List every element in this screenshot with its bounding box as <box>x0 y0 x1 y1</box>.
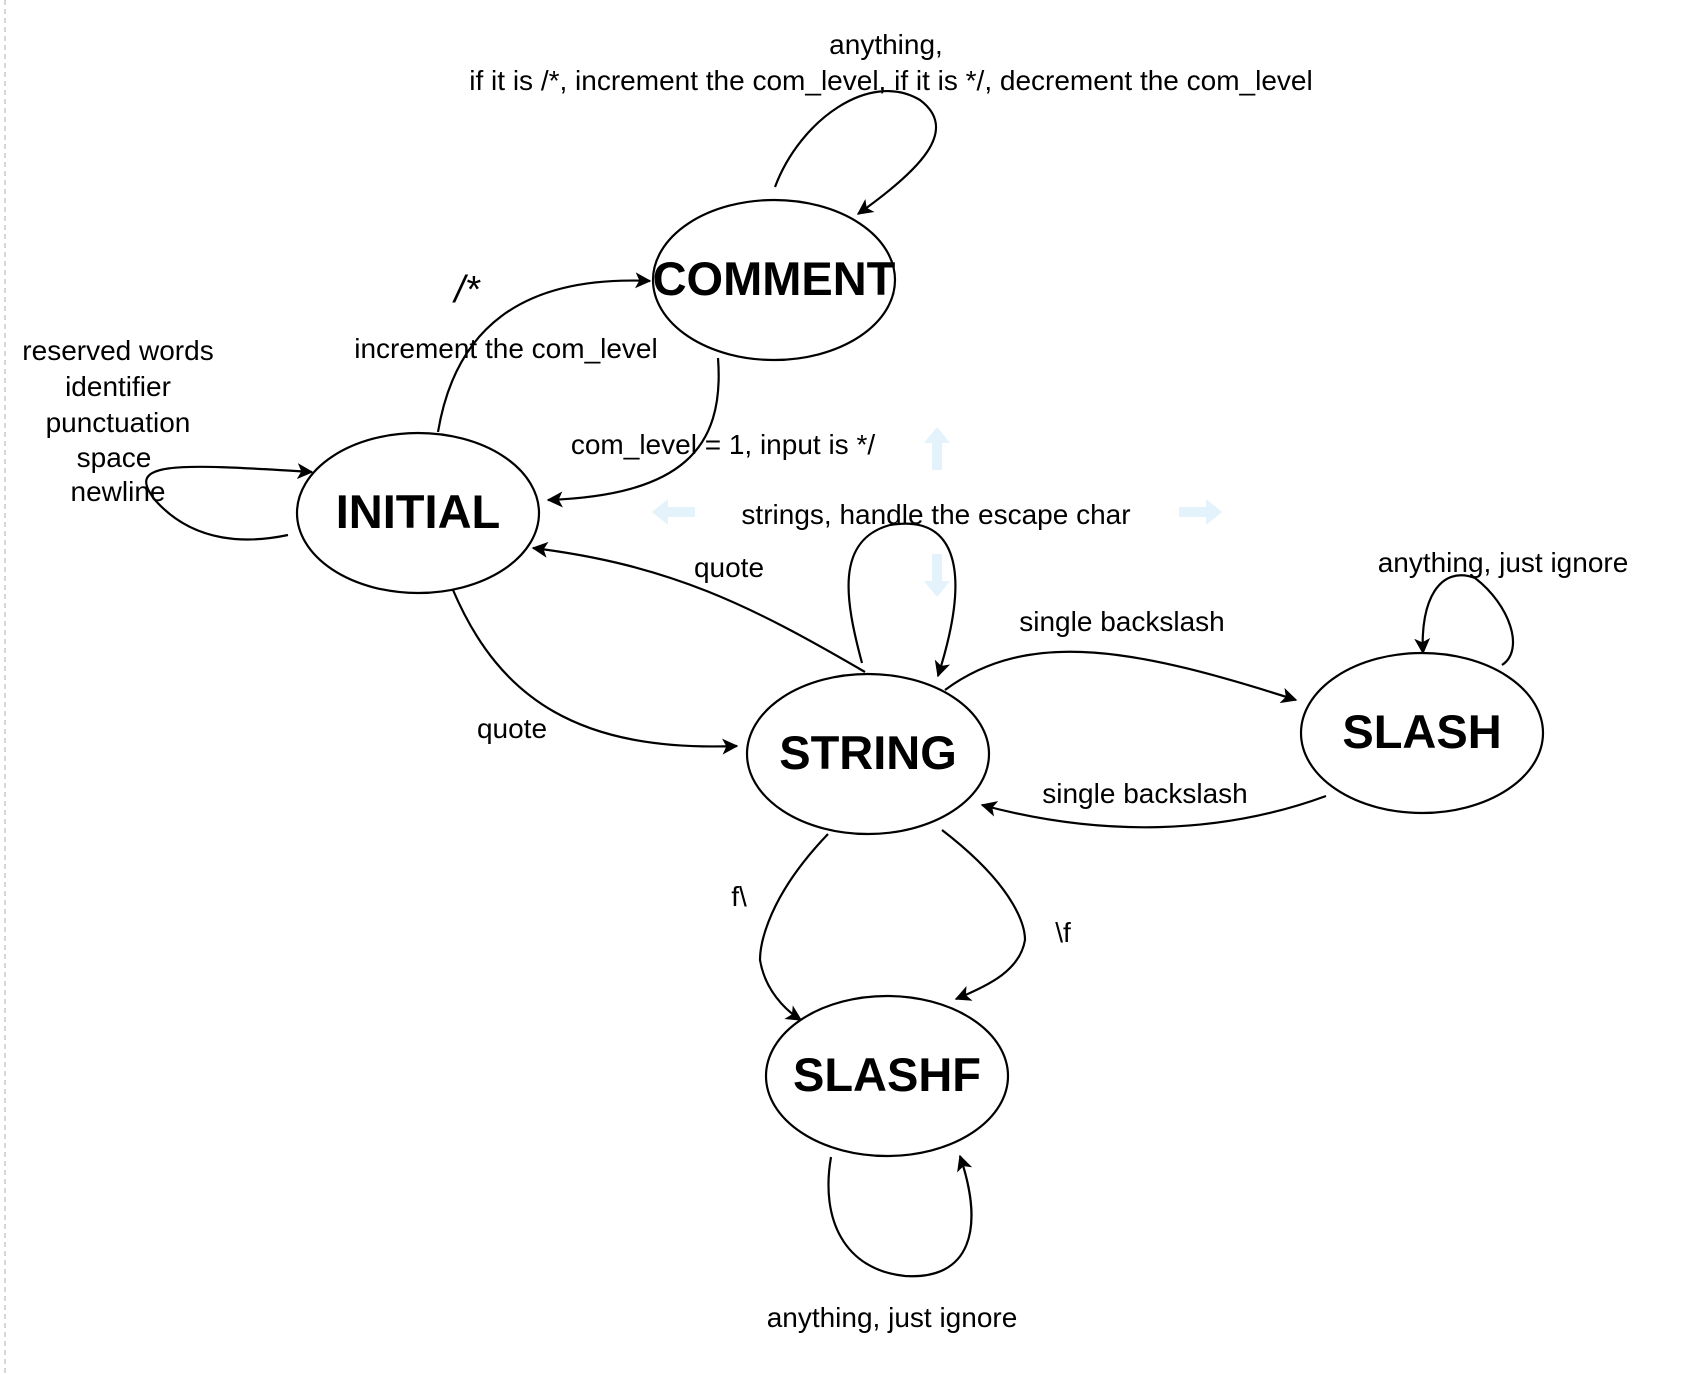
edges <box>145 89 1514 1278</box>
label-slash-to-string[interactable]: single backslash <box>1042 778 1247 809</box>
edge-string-to-slash[interactable] <box>944 650 1298 704</box>
edge-slashf-self[interactable] <box>827 1154 973 1278</box>
label-string-self[interactable]: strings, handle the escape char <box>741 499 1130 530</box>
edge-slash-to-string[interactable] <box>980 794 1327 829</box>
edge-comment-self[interactable] <box>773 89 938 215</box>
label-initial-to-string[interactable]: quote <box>477 713 547 744</box>
state-string-label: STRING <box>779 726 957 779</box>
label-slashf-self[interactable]: anything, just ignore <box>767 1302 1018 1333</box>
arrow-down-hint-icon[interactable] <box>924 554 950 597</box>
label-string-to-initial[interactable]: quote <box>694 552 764 583</box>
edge-string-to-initial[interactable] <box>531 541 866 673</box>
transition-labels: anything, if it is /*, increment the com… <box>22 29 1628 1333</box>
edge-initial-to-comment[interactable] <box>436 272 652 433</box>
state-slashf[interactable]: SLASHF <box>764 994 1010 1158</box>
label-initial-self-0: reserved words <box>22 335 213 366</box>
state-slash-label: SLASH <box>1342 705 1501 758</box>
label-slash-self[interactable]: anything, just ignore <box>1378 547 1629 578</box>
label-initial-self[interactable]: reserved words identifier punctuation sp… <box>22 335 213 507</box>
label-string-to-slashf-left[interactable]: f\ <box>731 881 747 912</box>
states: COMMENT INITIAL STRING SLASH SLASHF <box>295 198 1545 1158</box>
edge-comment-to-initial[interactable] <box>546 357 720 508</box>
label-initial-to-comment-symbol[interactable]: /* <box>451 269 481 311</box>
edge-string-to-slashf-left[interactable] <box>758 833 829 1021</box>
label-initial-self-1: identifier <box>65 371 171 402</box>
edge-string-to-slashf-right[interactable] <box>941 829 1027 1001</box>
label-comment-to-initial[interactable]: com_level = 1, input is */ <box>571 429 875 460</box>
state-string[interactable]: STRING <box>745 672 991 836</box>
edge-string-self[interactable] <box>847 522 957 678</box>
edge-slash-self[interactable] <box>1414 574 1514 666</box>
label-initial-self-2: punctuation <box>46 407 191 438</box>
edge-initial-to-string[interactable] <box>451 589 739 755</box>
label-initial-to-comment-action[interactable]: increment the com_level <box>354 333 657 364</box>
arrow-up-hint-icon[interactable] <box>924 427 950 470</box>
label-comment-self-line1[interactable]: anything, <box>829 29 943 60</box>
label-string-to-slashf-right[interactable]: \f <box>1055 917 1071 948</box>
state-initial-label: INITIAL <box>336 485 500 538</box>
label-initial-self-3: space <box>77 442 152 473</box>
state-comment[interactable]: COMMENT <box>651 198 897 362</box>
label-comment-self-line2[interactable]: if it is /*, increment the com_level, if… <box>469 65 1312 96</box>
state-slash[interactable]: SLASH <box>1299 651 1545 815</box>
state-comment-label: COMMENT <box>653 252 896 305</box>
state-initial[interactable]: INITIAL <box>295 431 541 595</box>
arrow-left-hint-icon[interactable] <box>652 499 695 525</box>
label-initial-self-4: newline <box>71 476 166 507</box>
edge-initial-self[interactable] <box>145 463 314 541</box>
arrow-right-hint-icon[interactable] <box>1179 499 1222 525</box>
state-slashf-label: SLASHF <box>793 1048 981 1101</box>
selection-hints <box>652 427 1222 597</box>
label-string-to-slash[interactable]: single backslash <box>1019 606 1224 637</box>
